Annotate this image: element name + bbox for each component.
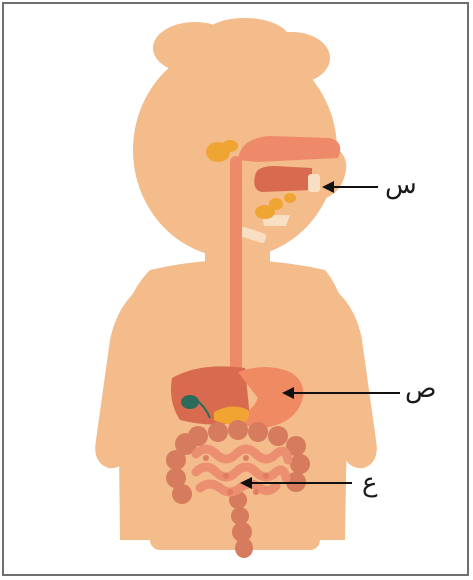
gallbladder bbox=[181, 395, 199, 409]
label-seen: س bbox=[385, 172, 417, 198]
arrow-seen bbox=[322, 181, 378, 193]
label-ain: ع bbox=[362, 470, 378, 496]
label-sad: ص bbox=[405, 376, 436, 402]
